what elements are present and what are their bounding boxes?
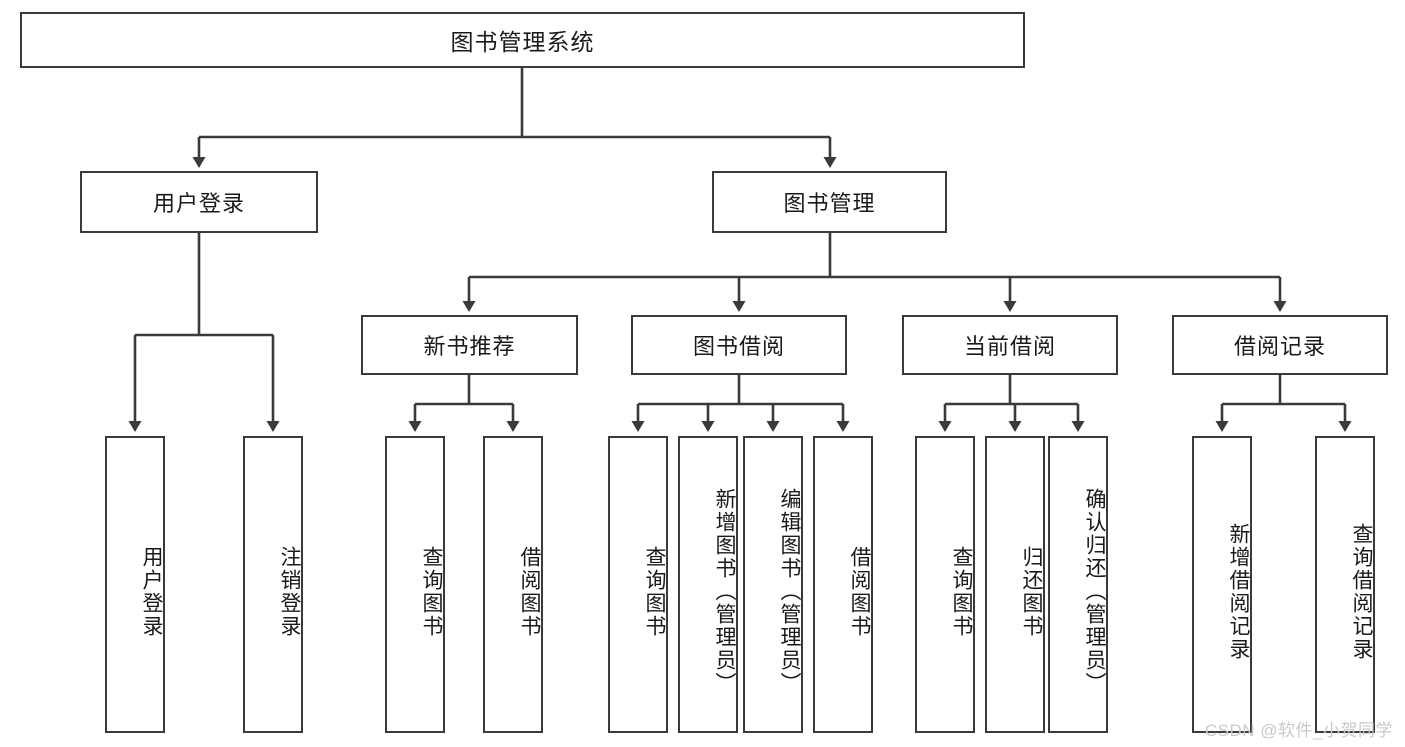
- node-leaf-borrow-book-1[interactable]: 借阅图书: [483, 436, 543, 733]
- node-label: 查询借阅记录: [1350, 522, 1373, 661]
- node-label: 图书管理系统: [450, 29, 595, 55]
- node-current-borrow[interactable]: 当前借阅: [902, 315, 1118, 375]
- node-label: 新增借阅记录: [1227, 522, 1250, 661]
- node-leaf-add-record[interactable]: 新增借阅记录: [1192, 436, 1252, 733]
- node-label: 借阅记录: [1233, 334, 1326, 359]
- node-label: 用户登录: [152, 191, 245, 216]
- watermark-text: CSDN @软件_小贺同学: [1204, 721, 1393, 740]
- node-label: 查询图书: [420, 545, 443, 638]
- node-leaf-confirm-return[interactable]: 确认归还（管理员）: [1048, 436, 1108, 733]
- node-label: 用户登录: [140, 545, 163, 638]
- node-book-borrow[interactable]: 图书借阅: [631, 315, 847, 375]
- node-leaf-borrow-book-2[interactable]: 借阅图书: [813, 436, 873, 733]
- node-label: 新增图书（管理员）: [713, 488, 736, 695]
- node-label: 编辑图书（管理员）: [778, 488, 801, 695]
- node-leaf-query-book-3[interactable]: 查询图书: [915, 436, 975, 733]
- node-user-login[interactable]: 用户登录: [80, 171, 318, 233]
- node-leaf-logout[interactable]: 注销登录: [243, 436, 303, 733]
- node-leaf-edit-book[interactable]: 编辑图书（管理员）: [743, 436, 803, 733]
- node-label: 查询图书: [950, 545, 973, 638]
- node-label: 确认归还（管理员）: [1083, 488, 1106, 695]
- node-leaf-return-book[interactable]: 归还图书: [985, 436, 1045, 733]
- node-label: 新书推荐: [423, 334, 516, 359]
- node-label: 查询图书: [643, 545, 666, 638]
- node-label: 当前借阅: [963, 334, 1056, 359]
- node-leaf-query-book-1[interactable]: 查询图书: [385, 436, 445, 733]
- node-new-book-recommend[interactable]: 新书推荐: [361, 315, 578, 375]
- node-label: 图书借阅: [692, 334, 785, 359]
- node-book-manage[interactable]: 图书管理: [712, 171, 947, 233]
- node-leaf-user-login[interactable]: 用户登录: [105, 436, 165, 733]
- node-label: 图书管理: [783, 191, 876, 216]
- node-label: 借阅图书: [848, 545, 871, 638]
- node-label: 借阅图书: [518, 545, 541, 638]
- node-root-system[interactable]: 图书管理系统: [20, 12, 1025, 68]
- node-label: 归还图书: [1020, 545, 1043, 638]
- node-label: 注销登录: [278, 545, 301, 638]
- node-leaf-query-book-2[interactable]: 查询图书: [608, 436, 668, 733]
- node-leaf-add-book[interactable]: 新增图书（管理员）: [678, 436, 738, 733]
- node-borrow-record[interactable]: 借阅记录: [1172, 315, 1388, 375]
- node-leaf-query-record[interactable]: 查询借阅记录: [1315, 436, 1375, 733]
